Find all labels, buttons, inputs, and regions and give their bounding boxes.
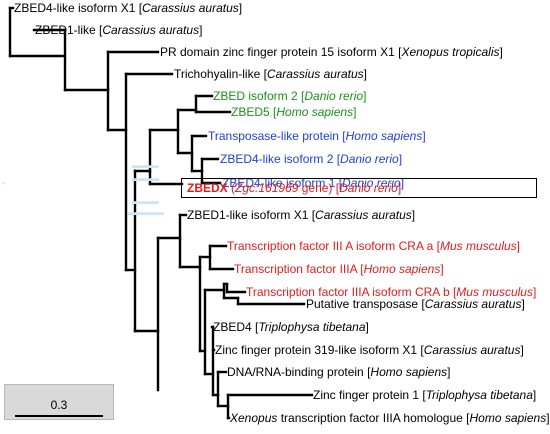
leaf-suffix: ]: [199, 23, 203, 37]
scale-bar-box: 0.3: [4, 384, 114, 420]
leaf-species: Homo sapiens: [469, 411, 547, 425]
leaf-label[interactable]: ZBED4-like isoform 2 [Danio rerio]: [220, 152, 402, 166]
leaf-name: Trichohyalin-like [: [174, 67, 267, 81]
leaf-suffix: ]: [422, 129, 426, 143]
leaf-name: Putative transposase [: [306, 297, 425, 311]
leaf-label[interactable]: ZBED1-like [Carassius auratus]: [35, 23, 202, 37]
zbedx-gene-close: gene) [: [298, 181, 340, 195]
leaf-species: Carassius auratus: [423, 343, 521, 357]
leaf-species: Carassius auratus: [424, 297, 522, 311]
leaf-species: Carassius auratus: [266, 67, 364, 81]
leaf-suffix: ]: [238, 1, 243, 15]
leaf-species: Danio rerio: [342, 176, 401, 190]
leaf-label[interactable]: ZBED isoform 2 [Danio rerio]: [213, 89, 366, 103]
leaf-species: Triplophysa tibetana: [425, 388, 533, 402]
leaf-species: Carassius auratus: [102, 23, 200, 37]
scale-bar-line: [15, 415, 103, 417]
leaf-name: PR domain zinc finger protein 15 isoform…: [160, 45, 402, 59]
leaf-name: ZBED5 [: [231, 105, 277, 119]
leaf-species: Homo sapiens: [276, 105, 354, 119]
tree-branches: [8, 6, 314, 420]
leaf-suffix: ]: [532, 285, 537, 299]
leaf-label[interactable]: ZBED1-like isoform X1 [Carassius auratus…: [187, 208, 415, 222]
leaf-name: ZBED4-like isoform 1 [: [222, 176, 343, 190]
zbedx-highlight-box: [181, 178, 537, 198]
leaf-italic-lead: Xenopus: [230, 411, 278, 425]
leaf-label[interactable]: DNA/RNA-binding protein [Homo sapiens]: [227, 365, 450, 379]
zbedx-gene-open: (: [227, 181, 236, 195]
leaf-suffix: ]: [365, 320, 369, 334]
faint-mark: ▬▬▬: [132, 160, 159, 170]
leaf-name: Zinc finger protein 1 [: [313, 388, 426, 402]
leaf-suffix: ]: [521, 297, 525, 311]
leaf-name: transcription factor IIIA homologue [: [277, 411, 470, 425]
leaf-label[interactable]: ZBED5 [Homo sapiens]: [231, 105, 356, 119]
leaf-name: Transcription factor IIIA [: [234, 262, 364, 276]
zbedx-gene: Zgc:161969: [235, 181, 299, 195]
leaf-label[interactable]: Transcription factor III A isoform CRA a…: [227, 239, 520, 253]
leaf-label[interactable]: ZBED4 [Triplophysa tibetana]: [213, 320, 369, 334]
leaf-suffix: ]: [447, 365, 451, 379]
leaf-label[interactable]: Zinc finger protein 1 [Triplophysa tibet…: [313, 388, 536, 402]
leaf-label[interactable]: Transposase-like protein [Homo sapiens]: [208, 129, 426, 143]
faint-mark: ▪: [2, 178, 6, 188]
leaf-label[interactable]: PR domain zinc finger protein 15 isoform…: [160, 45, 503, 59]
leaf-suffix: ]: [363, 67, 367, 81]
leaf-label[interactable]: Transcription factor IIIA isoform CRA b …: [246, 285, 536, 299]
leaf-name: ZBED isoform 2 [: [213, 89, 305, 103]
leaf-name: Transposase-like protein [: [208, 129, 346, 143]
leaf-name: Transcription factor III A isoform CRA a…: [227, 239, 440, 253]
leaf-suffix: ]: [520, 343, 524, 357]
leaf-species: Carassius auratus: [315, 208, 412, 222]
faint-mark: ▬▬▬▬: [128, 207, 164, 217]
leaf-species: Mus musculus: [456, 285, 533, 299]
leaf-label-zbedx[interactable]: ZBEDX (Zgc:161969 gene) [Danio rerio]: [187, 181, 401, 195]
leaf-label[interactable]: ZBED4-like isoform X1 [Carassius auratus…: [14, 1, 242, 15]
leaf-suffix: ]: [532, 388, 537, 402]
leaf-suffix: ]: [516, 239, 520, 253]
zbedx-species: Danio rerio: [339, 181, 398, 195]
leaf-species: Homo sapiens: [363, 262, 441, 276]
zbedx-suffix: ]: [397, 181, 402, 195]
faint-mark: ▬▬▬: [132, 196, 159, 206]
leaf-label[interactable]: ZBED4-like isoform 1 [Danio rerio]: [222, 176, 404, 190]
leaf-suffix: ]: [546, 411, 550, 425]
leaf-name: Zinc finger protein 319-like isoform X1 …: [215, 343, 424, 357]
leaf-suffix: ]: [363, 89, 367, 103]
leaf-label[interactable]: Putative transposase [Carassius auratus]: [306, 297, 525, 311]
leaf-name: ZBED4 [: [213, 320, 259, 334]
leaf-suffix: ]: [440, 262, 444, 276]
leaf-name: DNA/RNA-binding protein [: [227, 365, 371, 379]
leaf-species: Triplophysa tibetana: [258, 320, 366, 334]
scale-bar-label: 0.3: [50, 398, 68, 412]
leaf-name: Transcription factor IIIA isoform CRA b …: [246, 285, 457, 299]
leaf-suffix: ]: [398, 152, 403, 166]
faint-mark: ▬▬▬: [132, 173, 159, 183]
leaf-name: ZBED1-like isoform X1 [: [187, 208, 316, 222]
leaf-species: Xenopus tropicalis: [401, 45, 500, 59]
leaf-suffix: ]: [400, 176, 405, 190]
leaf-species: Homo sapiens: [370, 365, 448, 379]
leaf-suffix: ]: [411, 208, 416, 222]
leaf-suffix: ]: [499, 45, 503, 59]
leaf-species: Danio rerio: [340, 152, 399, 166]
leaf-species: Homo sapiens: [345, 129, 423, 143]
leaf-species: Carassius auratus: [142, 1, 239, 15]
zbedx-name: ZBEDX: [187, 181, 228, 195]
leaf-label[interactable]: Zinc finger protein 319-like isoform X1 …: [215, 343, 524, 357]
leaf-name: ZBED4-like isoform 2 [: [220, 152, 341, 166]
leaf-species: Danio rerio: [304, 89, 364, 103]
leaf-label[interactable]: Trichohyalin-like [Carassius auratus]: [174, 67, 367, 81]
leaf-name: ZBED1-like [: [35, 23, 103, 37]
leaf-suffix: ]: [353, 105, 357, 119]
leaf-name: ZBED4-like isoform X1 [: [14, 1, 143, 15]
leaf-label[interactable]: Transcription factor IIIA [Homo sapiens]: [234, 262, 444, 276]
leaf-label[interactable]: Xenopus transcription factor IIIA homolo…: [230, 411, 550, 425]
leaf-species: Mus musculus: [439, 239, 517, 253]
